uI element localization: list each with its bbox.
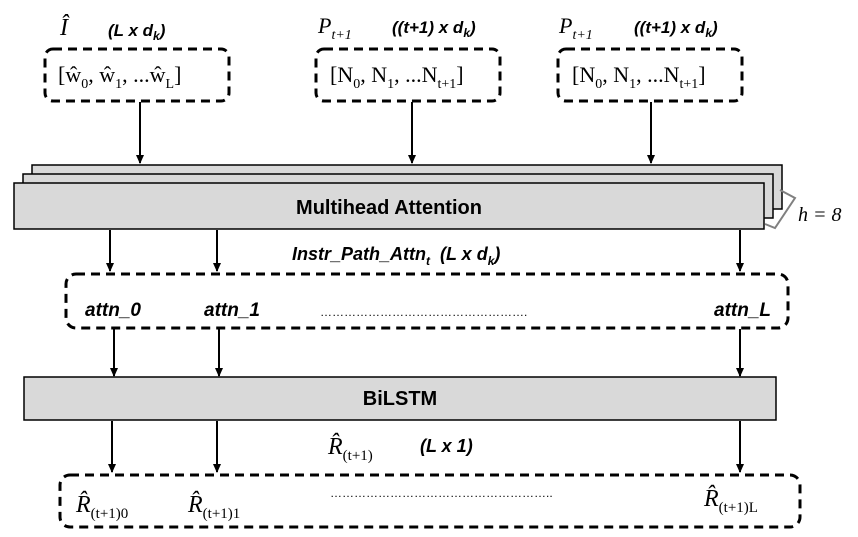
attn-output-box <box>64 272 790 330</box>
result-item-L: R̂(t+1)L <box>703 485 758 516</box>
attn-ellipsis: ……………………………………………. <box>320 305 527 319</box>
path-a-dims: ((t+1) x dk) <box>392 18 476 40</box>
heads-bracket <box>764 189 797 230</box>
attn-output-label: Instr_Path_Attnt(L x dk) <box>292 244 500 268</box>
instruction-vector: [ŵ0, ŵ1, ...ŵL] <box>58 62 181 92</box>
heads-label: h = 8 <box>798 204 842 226</box>
path-b-symbol: Pt+1 <box>558 13 593 43</box>
result-dims: (L x 1) <box>420 436 473 456</box>
path-a-symbol: Pt+1 <box>317 13 352 43</box>
result-label: R̂(t+1) <box>327 433 373 464</box>
path-b-input-box <box>556 47 744 103</box>
result-item-1: R̂(t+1)1 <box>187 491 240 522</box>
path-a-input-box <box>314 47 502 103</box>
path-b-dims: ((t+1) x dk) <box>634 18 718 40</box>
result-item-0: R̂(t+1)0 <box>75 491 128 522</box>
attn-item-0: attn_0 <box>85 300 141 321</box>
path-b-vector: [N0, N1, ...Nt+1] <box>572 62 706 92</box>
result-ellipsis: ……………………………………………….. <box>330 486 553 500</box>
bilstm-label: BiLSTM <box>363 388 437 410</box>
attn-item-1: attn_1 <box>204 300 260 321</box>
path-a-vector: [N0, N1, ...Nt+1] <box>330 62 464 92</box>
instruction-symbol: Î <box>59 15 70 41</box>
attn-item-L: attn_L <box>714 300 771 321</box>
attention-block <box>13 182 765 230</box>
attention-label: Multihead Attention <box>296 197 482 219</box>
instruction-dims: (L x dk) <box>108 21 166 43</box>
result-box <box>58 473 802 529</box>
instruction-input-box <box>43 47 231 103</box>
bilstm-block <box>23 376 777 421</box>
